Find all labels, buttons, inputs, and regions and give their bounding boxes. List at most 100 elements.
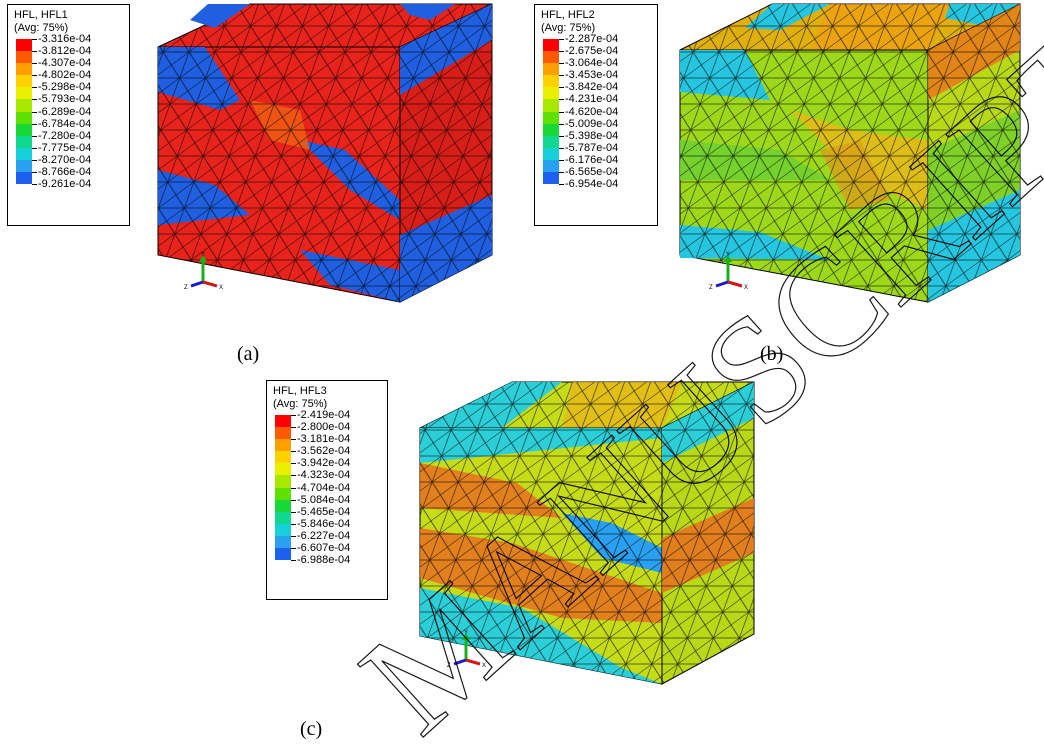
legend-swatch	[275, 427, 291, 440]
legend-tick	[32, 51, 37, 53]
legend-value: -4.231e-04	[565, 93, 619, 106]
axis-triad-c: Y Z X	[447, 630, 486, 669]
legend-value: -6.176e-04	[565, 153, 619, 166]
legend-tick	[291, 475, 296, 477]
legend-tick	[559, 135, 564, 137]
axis-z-label: Z	[184, 285, 188, 291]
legend-swatch	[275, 499, 291, 512]
legend-value: -6.227e-04	[297, 529, 351, 542]
legend-row: -4.620e-04	[541, 106, 651, 124]
legend-value: -9.261e-04	[38, 178, 92, 191]
legend-row: -5.084e-04	[273, 494, 381, 512]
legend-value: -4.307e-04	[38, 57, 92, 70]
legend-value: -7.775e-04	[38, 141, 92, 154]
legend-value: -3.562e-04	[297, 445, 351, 458]
legend-tick	[291, 548, 296, 550]
legend-swatch	[275, 535, 291, 549]
color-scale: -3.316e-04-3.812e-04-4.307e-04-4.802e-04…	[14, 33, 123, 190]
legend-tick	[559, 87, 564, 89]
axis-z-label: Z	[447, 663, 451, 669]
legend-row: -3.181e-04	[273, 433, 381, 452]
legend-value: -8.766e-04	[38, 166, 92, 179]
legend-value: -4.802e-04	[38, 69, 92, 82]
legend-value: -3.453e-04	[565, 69, 619, 82]
legend-title: HFL, HFL3	[273, 385, 327, 397]
legend-tick	[291, 439, 296, 441]
legend-row: -3.942e-04	[273, 457, 381, 476]
axis-triad-b: Y Z X	[709, 252, 748, 291]
legend-swatch	[543, 147, 559, 160]
axis-y-label: Y	[201, 252, 205, 258]
legend-value: -3.942e-04	[297, 457, 351, 470]
legend-value: -6.954e-04	[565, 178, 619, 191]
legend-tick	[559, 111, 564, 113]
legend-swatch	[543, 111, 559, 124]
legend-swatch	[543, 39, 559, 52]
legend-tick	[32, 159, 37, 161]
legend-value: -3.181e-04	[297, 433, 351, 446]
legend-tick	[32, 63, 37, 65]
legend-value: -3.842e-04	[565, 81, 619, 94]
legend-value: -5.793e-04	[38, 93, 92, 106]
panel-a: HFL, HFL1 (Avg: 75%) -3.316e-04-3.812e-0…	[0, 0, 520, 380]
legend-value: -4.704e-04	[297, 481, 351, 494]
legend-tick	[291, 487, 296, 489]
legend-swatch	[275, 463, 291, 476]
axis-y-label: Y	[726, 252, 730, 258]
legend-title: HFL, HFL2	[541, 9, 595, 21]
legend-tick	[32, 75, 37, 77]
color-scale: -2.287e-04-2.675e-04-3.064e-04-3.453e-04…	[541, 33, 651, 190]
legend-tick	[291, 499, 296, 501]
legend-row: -2.287e-04	[541, 33, 651, 52]
legend-swatch	[543, 159, 559, 173]
legend-row: -3.562e-04	[273, 445, 381, 464]
legend-value: -5.787e-04	[565, 141, 619, 154]
legend-swatch	[275, 439, 291, 452]
legend-row: -3.842e-04	[541, 81, 651, 100]
legend-value: -5.398e-04	[565, 129, 619, 142]
legend-row: -3.316e-04	[14, 33, 123, 52]
legend-swatch	[16, 123, 32, 136]
legend-swatch	[275, 487, 291, 500]
legend-row: -6.176e-04	[541, 154, 651, 173]
legend-value: -5.846e-04	[297, 517, 351, 530]
legend-row: -6.289e-04	[14, 106, 123, 124]
legend-tick	[32, 123, 37, 125]
legend-tick	[291, 523, 296, 525]
legend-value: -2.675e-04	[565, 45, 619, 58]
legend-value: -6.289e-04	[38, 105, 92, 118]
legend-value: -2.287e-04	[565, 33, 619, 45]
legend-tick	[291, 427, 296, 429]
legend-row: -8.766e-04	[14, 166, 123, 185]
legend-swatch	[16, 51, 32, 64]
legend-swatch	[16, 135, 32, 148]
legend-value: -3.316e-04	[38, 33, 92, 45]
legend-row: -5.298e-04	[14, 81, 123, 100]
legend-tick	[32, 135, 37, 137]
panel-b: HFL, HFL2 (Avg: 75%) -2.287e-04-2.675e-0…	[530, 0, 1044, 380]
legend-tick	[32, 172, 37, 174]
legend-value: -3.812e-04	[38, 45, 92, 58]
legend-swatch	[16, 159, 32, 173]
legend-swatch	[16, 99, 32, 112]
fe-model-b	[679, 3, 1021, 303]
legend-row: -6.784e-04	[14, 118, 123, 136]
legend-value: -5.465e-04	[297, 505, 351, 518]
legend-row: -5.009e-04	[541, 118, 651, 136]
axis-x-label: X	[482, 663, 486, 669]
legend-swatch	[543, 75, 559, 88]
legend-swatch	[16, 172, 32, 185]
axis-x-label: X	[744, 285, 748, 291]
legend-subtitle: (Avg: 75%)	[273, 398, 328, 410]
legend-value: -6.988e-04	[297, 554, 351, 567]
legend-row: -3.812e-04	[14, 45, 123, 64]
legend-tick	[559, 172, 564, 174]
legend-swatch	[16, 63, 32, 76]
legend-subtitle: (Avg: 75%)	[14, 22, 69, 34]
legend-tick	[291, 535, 296, 537]
legend-swatch	[275, 451, 291, 464]
legend-value: -7.280e-04	[38, 129, 92, 142]
legend-value: -6.565e-04	[565, 166, 619, 179]
legend-row: -5.846e-04	[273, 518, 381, 536]
